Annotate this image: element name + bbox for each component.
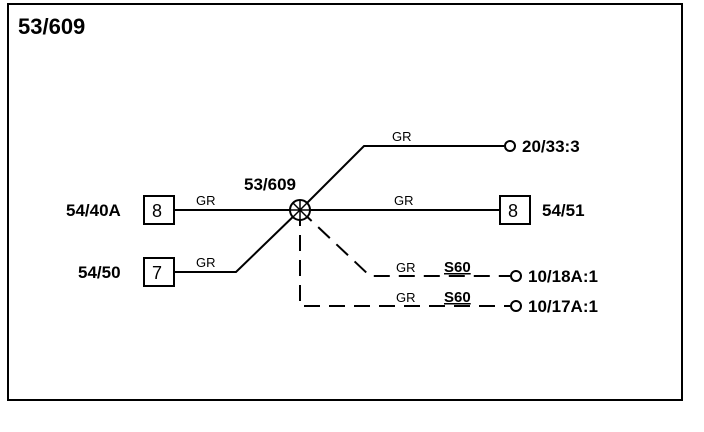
pin-box-left-bottom bbox=[143, 257, 175, 287]
diagram-border bbox=[7, 3, 683, 401]
connection-label-dashed-2: 10/17A:1 bbox=[528, 297, 598, 316]
wire-right-top bbox=[299, 145, 504, 211]
connection-label-right-top: 20/33:3 bbox=[522, 137, 580, 156]
wire-left-bottom bbox=[174, 209, 301, 273]
pin-box-left-top bbox=[143, 195, 175, 225]
option-code-dashed-2: S60 bbox=[444, 289, 471, 306]
pin-number-right-middle: 8 bbox=[508, 201, 518, 221]
terminal-dashed-1-icon bbox=[510, 270, 522, 282]
pin-number-left-top: 8 bbox=[152, 201, 162, 221]
wire-color-right-top: GR bbox=[392, 129, 412, 144]
connection-label-left-bottom: 54/50 bbox=[78, 263, 121, 282]
wire-color-left-top: GR bbox=[196, 193, 216, 208]
wire-color-dashed-1: GR bbox=[396, 260, 416, 275]
connection-label-right-middle: 54/51 bbox=[542, 201, 585, 220]
wire-color-right-middle: GR bbox=[394, 193, 414, 208]
connection-label-left-top: 54/40A bbox=[66, 201, 121, 220]
terminal-dashed-2-icon bbox=[510, 300, 522, 312]
connection-label-dashed-1: 10/18A:1 bbox=[528, 267, 598, 286]
terminal-right-top-icon bbox=[504, 140, 516, 152]
diagram-title: 53/609 bbox=[18, 14, 85, 39]
splice-node-icon bbox=[289, 199, 311, 221]
splice-label: 53/609 bbox=[244, 175, 296, 194]
wire-dashed-1 bbox=[299, 209, 510, 277]
pin-box-right-middle bbox=[499, 195, 531, 225]
option-code-dashed-1: S60 bbox=[444, 259, 471, 276]
wire-color-left-bottom: GR bbox=[196, 255, 216, 270]
pin-number-left-bottom: 7 bbox=[152, 263, 162, 283]
wire-color-dashed-2: GR bbox=[396, 290, 416, 305]
wire-dashed-2 bbox=[299, 210, 510, 307]
